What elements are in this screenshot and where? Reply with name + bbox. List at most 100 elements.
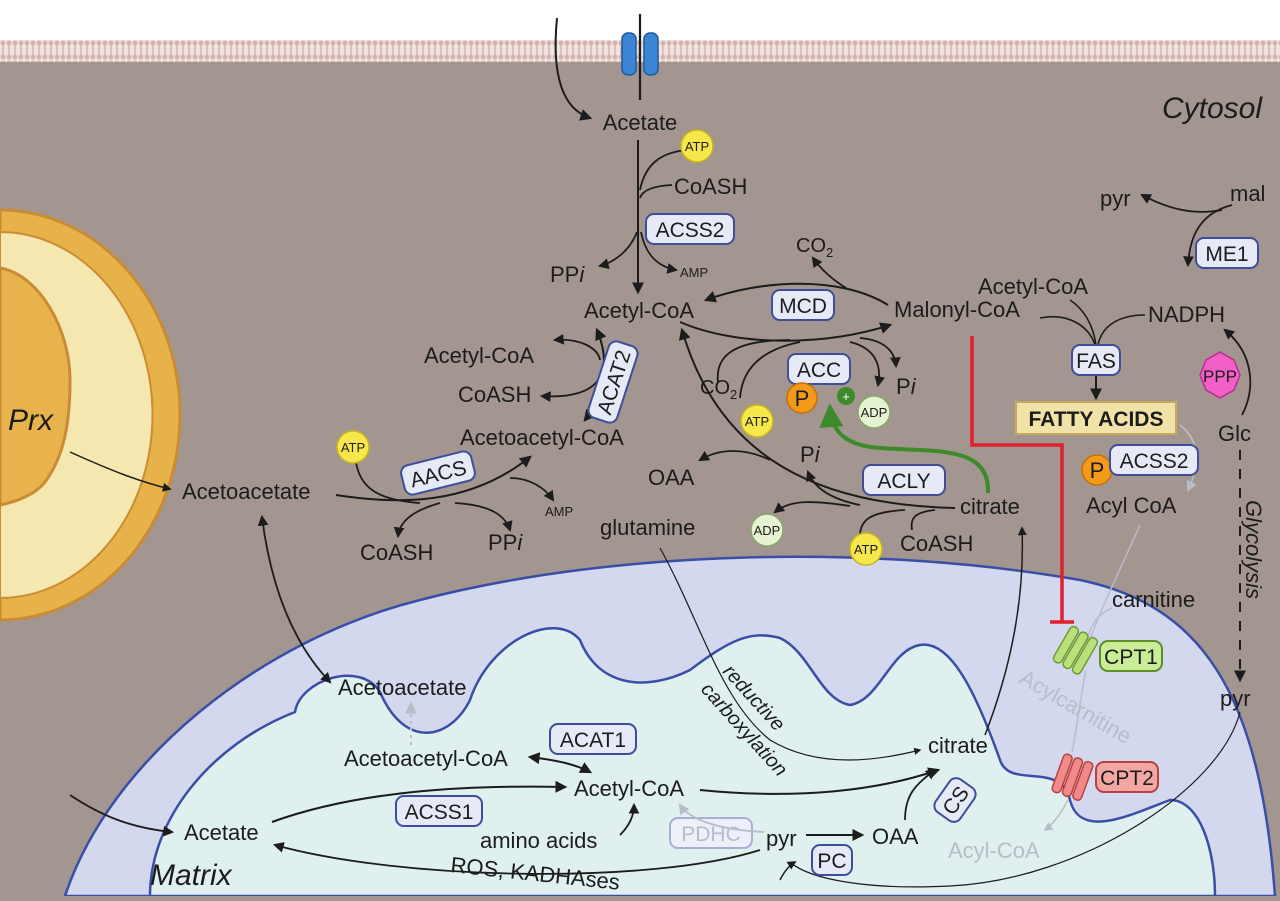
coash-acss2: CoASH bbox=[674, 174, 747, 199]
pyr-import-line bbox=[789, 711, 1241, 888]
svg-text:CPT1: CPT1 bbox=[1104, 646, 1158, 669]
glycolysis-label: Glycolysis bbox=[1241, 500, 1266, 599]
phospho-acss2-icon: P bbox=[1081, 454, 1113, 486]
adp-acc-icon: ADP bbox=[857, 395, 891, 429]
acly-pi-out bbox=[806, 469, 861, 506]
atp-acc-icon: ATP bbox=[740, 404, 774, 438]
enzyme-cpt2: CPT2 bbox=[1095, 761, 1159, 793]
enzyme-mcd: MCD bbox=[771, 289, 835, 321]
enzyme-pc: PC bbox=[811, 844, 853, 876]
enzyme-ppp: PPP bbox=[1199, 351, 1241, 399]
svg-text:MCD: MCD bbox=[779, 295, 827, 318]
enzyme-cpt1: CPT1 bbox=[1099, 640, 1163, 672]
carnitine: carnitine bbox=[1112, 587, 1195, 612]
acetate-entry-mito-arrow bbox=[69, 794, 175, 837]
malonylcoa-inhibition-line bbox=[970, 336, 1064, 622]
svg-text:FATTY ACIDS: FATTY ACIDS bbox=[1029, 408, 1164, 431]
cs-arrow bbox=[699, 767, 941, 795]
aminoacids-to-acetylcoa-arrow bbox=[619, 802, 640, 836]
atp-aacs-icon: ATP bbox=[336, 430, 370, 464]
pdhc-arrow bbox=[678, 803, 765, 833]
acss1-arrow bbox=[271, 780, 568, 823]
acc-arrow bbox=[679, 321, 893, 342]
peroxisome bbox=[0, 208, 182, 622]
citrate-export-arrow bbox=[984, 526, 1027, 736]
enzyme-acss2: ACSS2 bbox=[645, 213, 735, 245]
enzyme-aacs: AACS bbox=[400, 450, 476, 496]
reductive-carboxylation-arrow bbox=[659, 547, 922, 761]
acc-co2-in bbox=[716, 339, 791, 383]
acetoacetate-exchange-arrow bbox=[257, 514, 332, 684]
mcd-arrow bbox=[703, 282, 889, 306]
amp-aacs: AMP bbox=[545, 504, 573, 519]
enzyme-cs: CS bbox=[933, 777, 977, 823]
enzyme-me1: ME1 bbox=[1195, 237, 1259, 269]
pi-acly: Pi bbox=[800, 442, 821, 467]
svg-text:ACAT1: ACAT1 bbox=[560, 729, 626, 752]
pyr-cyto: pyr bbox=[1220, 686, 1251, 711]
co2-mcd: CO2 bbox=[796, 235, 833, 260]
acetyl-coa-acat2: Acetyl-CoA bbox=[424, 343, 534, 368]
citrate-activation-arrow bbox=[819, 403, 991, 494]
coash-aacs: CoASH bbox=[360, 540, 433, 565]
amp-out-curve bbox=[640, 231, 679, 274]
acc-adp-out bbox=[849, 341, 885, 388]
acc-atp-in bbox=[739, 341, 801, 399]
atp-icon: ATP bbox=[680, 129, 714, 163]
coash-acly: CoASH bbox=[900, 531, 973, 556]
ppi-acss2: PPi bbox=[550, 262, 585, 287]
acat1-arrow bbox=[527, 752, 593, 774]
plus-activation-icon: + bbox=[837, 387, 855, 405]
svg-text:ADP: ADP bbox=[754, 523, 781, 538]
pyr-import-arrowhead bbox=[779, 861, 797, 881]
svg-text:ACC: ACC bbox=[797, 359, 841, 382]
acetoacetate-cyto: Acetoacetate bbox=[182, 479, 310, 504]
svg-text:ME1: ME1 bbox=[1205, 243, 1248, 266]
svg-text:P: P bbox=[795, 386, 810, 411]
svg-text:CPT2: CPT2 bbox=[1100, 767, 1154, 790]
svg-text:FAS: FAS bbox=[1076, 350, 1116, 373]
enzyme-acly: ACLY bbox=[862, 464, 946, 496]
mcd-co2-arrow bbox=[811, 256, 847, 289]
enzyme-acat1: ACAT1 bbox=[549, 723, 637, 755]
acc-pi-out bbox=[859, 337, 901, 369]
acetate-transporter-icon bbox=[621, 32, 659, 76]
cpt2-transporter-icon bbox=[1051, 753, 1094, 801]
glutamine: glutamine bbox=[600, 515, 695, 540]
mitochondrion-matrix bbox=[148, 627, 1217, 898]
co2-acc: CO2 bbox=[700, 377, 737, 402]
enzyme-fas: FAS bbox=[1071, 344, 1121, 376]
svg-text:ATP: ATP bbox=[685, 139, 709, 154]
prx-label: Prx bbox=[8, 404, 54, 437]
acly-adp-out bbox=[773, 501, 851, 514]
acetoacetate-mito: Acetoacetate bbox=[338, 675, 466, 700]
acly-coash-in bbox=[910, 509, 936, 531]
aacs-arrow bbox=[335, 455, 532, 502]
cytosol-label: Cytosol bbox=[1162, 92, 1263, 125]
atp-in-curve bbox=[639, 149, 689, 191]
acat2-coash-curve bbox=[539, 379, 599, 402]
fas-acetylcoa-in bbox=[1069, 299, 1097, 346]
pyr-to-acetate-arrow bbox=[272, 842, 761, 875]
adp-acly-icon: ADP bbox=[750, 513, 784, 547]
prx-to-acetoacetate-arrow bbox=[69, 451, 172, 492]
cpt1-to-cpt2-line bbox=[1071, 669, 1087, 753]
oaa-mito: OAA bbox=[872, 824, 919, 849]
svg-text:P: P bbox=[1090, 458, 1105, 483]
pi-acc: Pi bbox=[896, 374, 917, 399]
svg-text:ACSS2: ACSS2 bbox=[656, 219, 725, 242]
amp-acss2: AMP bbox=[680, 265, 708, 280]
acat2-acetylcoa-curve bbox=[552, 333, 601, 361]
svg-text:ATP: ATP bbox=[745, 414, 769, 429]
mal-to-pyr-arrow bbox=[1140, 193, 1223, 213]
nadph: NADPH bbox=[1148, 302, 1225, 327]
ppi-out-curve bbox=[597, 231, 638, 269]
acetyl-coa-fas: Acetyl-CoA bbox=[978, 274, 1088, 299]
cpt1-transporter-icon bbox=[1052, 625, 1099, 675]
glc: Glc bbox=[1218, 421, 1251, 446]
mal: mal bbox=[1230, 181, 1265, 206]
acly-arrow bbox=[678, 327, 956, 509]
ppi-aacs: PPi bbox=[488, 530, 523, 555]
matrix-label: Matrix bbox=[150, 859, 233, 892]
